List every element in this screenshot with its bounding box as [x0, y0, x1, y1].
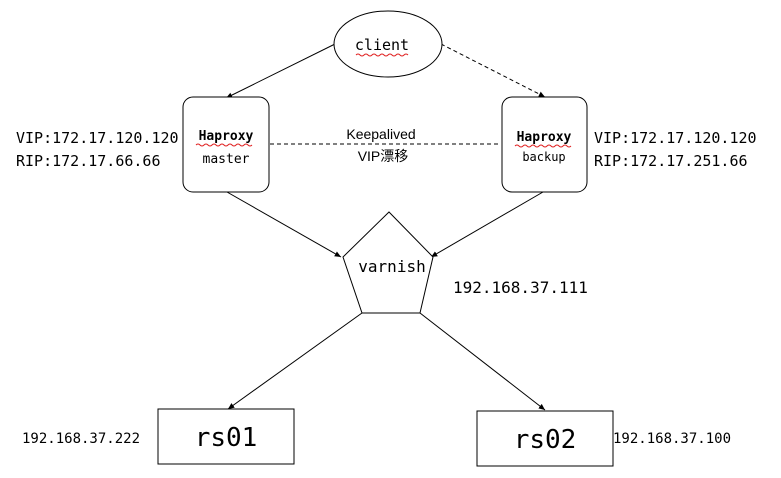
client-node: client — [333, 10, 443, 78]
edge-varnish-to-rs01 — [227, 312, 363, 410]
master-vip-label: VIP:172.17.120.120 — [16, 129, 179, 147]
haproxy-master-line2: master — [203, 152, 250, 167]
rs02-node: rs02 — [476, 410, 614, 467]
rs01-ip-label: 192.168.37.222 — [22, 431, 140, 447]
edge-backup-to-varnish — [430, 191, 544, 258]
rs01-node: rs01 — [157, 408, 295, 465]
haproxy-backup-line1: Haproxy — [517, 130, 572, 145]
spellcheck-underline — [355, 53, 409, 57]
edge-master-to-varnish — [226, 191, 342, 258]
client-label: client — [355, 36, 409, 54]
varnish-ip-label: 192.168.37.111 — [453, 278, 588, 297]
varnish-label: varnish — [358, 257, 425, 276]
backup-rip-label: RIP:172.17.251.66 — [594, 152, 748, 170]
haproxy-master-line1: Haproxy — [199, 129, 254, 144]
rs02-ip-label: 192.168.37.100 — [613, 431, 731, 447]
haproxy-backup-line2: backup — [522, 150, 565, 164]
edge-varnish-to-rs02 — [419, 312, 546, 411]
haproxy-master-node: Haproxy master — [182, 96, 270, 193]
haproxy-backup-node: Haproxy backup — [501, 96, 588, 193]
rs02-label: rs02 — [514, 425, 577, 455]
varnish-node: varnish — [342, 211, 434, 314]
master-rip-label: RIP:172.17.66.66 — [16, 152, 161, 170]
backup-vip-label: VIP:172.17.120.120 — [594, 129, 757, 147]
rs01-label: rs01 — [195, 423, 258, 453]
edge-client-to-master — [225, 43, 336, 99]
spellcheck-underline — [514, 144, 572, 148]
edge-client-to-backup — [440, 43, 546, 98]
vip-drift-label: VIP漂移 — [358, 148, 409, 164]
keepalived-label: Keepalived — [346, 126, 415, 142]
spellcheck-underline — [195, 143, 253, 147]
